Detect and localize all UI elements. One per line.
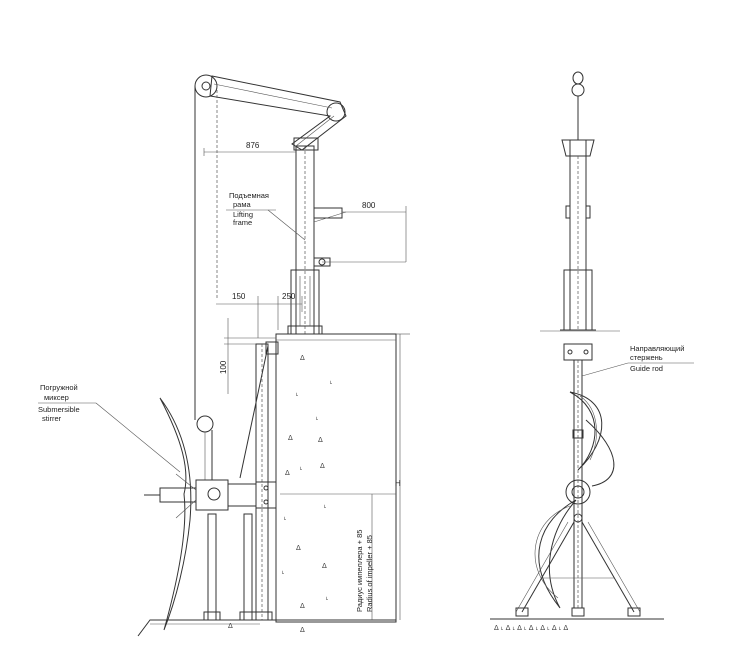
crane-jib bbox=[194, 74, 347, 151]
lifting-frame-en-line2: frame bbox=[233, 218, 252, 227]
dimension-height-100: 100 bbox=[219, 318, 276, 394]
front-motor-hub bbox=[565, 479, 591, 523]
svg-text:Δ: Δ bbox=[300, 602, 305, 610]
hoist-cable bbox=[194, 86, 218, 480]
svg-text:˪: ˪ bbox=[316, 414, 318, 422]
mixer-en-line2: stirrer bbox=[42, 414, 62, 423]
svg-text:˪: ˪ bbox=[296, 390, 298, 398]
dimension-arm-reach: 876 bbox=[203, 141, 296, 156]
dimension-impeller-radius: Радиус импеллера + 85 Radius of impeller… bbox=[280, 493, 396, 620]
radius-ru-label: Радиус импеллера + 85 bbox=[355, 530, 364, 612]
concrete-wall: Δ ˪ ˪ ˪ Δ Δ ˪ Δ Δ ˪ ˪ Δ Δ ˪ Δ ˪ bbox=[275, 333, 397, 623]
tank-floor: Δ Δ bbox=[137, 619, 396, 637]
guide-post bbox=[239, 341, 279, 621]
mixer-en-line1: Submersible bbox=[38, 405, 80, 414]
svg-text:Δ: Δ bbox=[322, 562, 327, 570]
front-view: Δ ˪ Δ ˪ Δ ˪ Δ ˪ Δ ˪ Δ ˪ Δ Направляющий с… bbox=[490, 71, 694, 632]
dimension-250-label: 250 bbox=[282, 292, 296, 301]
dimension-depth: H bbox=[395, 333, 410, 620]
svg-text:Δ ˪ Δ ˪ Δ ˪ Δ ˪ Δ ˪ Δ ˪ Δ: Δ ˪ Δ ˪ Δ ˪ Δ ˪ Δ ˪ Δ ˪ Δ bbox=[494, 624, 568, 632]
lifting-frame-column bbox=[287, 145, 323, 335]
lifting-frame-en-line1: Lifting bbox=[233, 210, 253, 219]
guide-ru-line2: стержень bbox=[630, 353, 663, 362]
dimension-100-label: 100 bbox=[219, 360, 228, 374]
dimension-150-label: 150 bbox=[232, 292, 246, 301]
front-mast bbox=[540, 139, 620, 332]
mixer-ru-line1: Погружной bbox=[40, 383, 78, 392]
svg-text:˪: ˪ bbox=[326, 594, 328, 602]
dimension-offsets: 150 250 bbox=[216, 292, 303, 338]
svg-text:Δ: Δ bbox=[296, 544, 301, 552]
propeller bbox=[159, 397, 197, 631]
svg-text:˪: ˪ bbox=[282, 568, 284, 576]
callout-lifting-frame: Подъемная рама Lifting frame bbox=[226, 191, 306, 241]
dimension-lifting-offset: 800 bbox=[322, 201, 407, 263]
svg-text:Δ: Δ bbox=[300, 626, 305, 634]
svg-text:˪: ˪ bbox=[330, 378, 332, 386]
mixer-stand bbox=[203, 430, 257, 621]
svg-text:˪: ˪ bbox=[300, 464, 302, 472]
mast-brackets bbox=[313, 207, 347, 267]
guide-rod-top bbox=[571, 71, 585, 140]
side-view: Δ ˪ ˪ ˪ Δ Δ ˪ Δ Δ ˪ ˪ Δ Δ ˪ Δ ˪ Δ Δ bbox=[38, 74, 410, 637]
guide-en-line: Guide rod bbox=[630, 364, 663, 373]
svg-text:Δ: Δ bbox=[318, 436, 323, 444]
lifting-frame-ru-line2: рама bbox=[233, 200, 251, 209]
svg-text:Δ: Δ bbox=[320, 462, 325, 470]
svg-text:˪: ˪ bbox=[284, 514, 286, 522]
svg-text:Δ: Δ bbox=[285, 469, 290, 477]
svg-text:˪: ˪ bbox=[324, 502, 326, 510]
callout-submersible-stirrer: Погружной миксер Submersible stirrer bbox=[38, 383, 181, 473]
front-floor: Δ ˪ Δ ˪ Δ ˪ Δ ˪ Δ ˪ Δ ˪ Δ bbox=[490, 618, 664, 632]
radius-en-label: Radius of impeller + 85 bbox=[365, 535, 374, 612]
svg-text:Δ: Δ bbox=[300, 354, 305, 362]
guide-ru-line1: Направляющий bbox=[630, 344, 684, 353]
dimension-876-label: 876 bbox=[246, 141, 260, 150]
dimension-800-label: 800 bbox=[362, 201, 376, 210]
dimension-h-label: H bbox=[395, 479, 401, 488]
guide-rod-bracket bbox=[563, 343, 593, 361]
tripod-stand bbox=[515, 521, 641, 617]
submersible-stirrer bbox=[144, 479, 277, 511]
lifting-frame-ru-line1: Подъемная bbox=[229, 191, 269, 200]
svg-text:Δ: Δ bbox=[288, 434, 293, 442]
mixer-ru-line2: миксер bbox=[44, 393, 69, 402]
callout-guide-rod: Направляющий стержень Guide rod bbox=[581, 344, 694, 377]
front-propeller bbox=[534, 391, 615, 609]
svg-text:Δ: Δ bbox=[228, 622, 233, 630]
